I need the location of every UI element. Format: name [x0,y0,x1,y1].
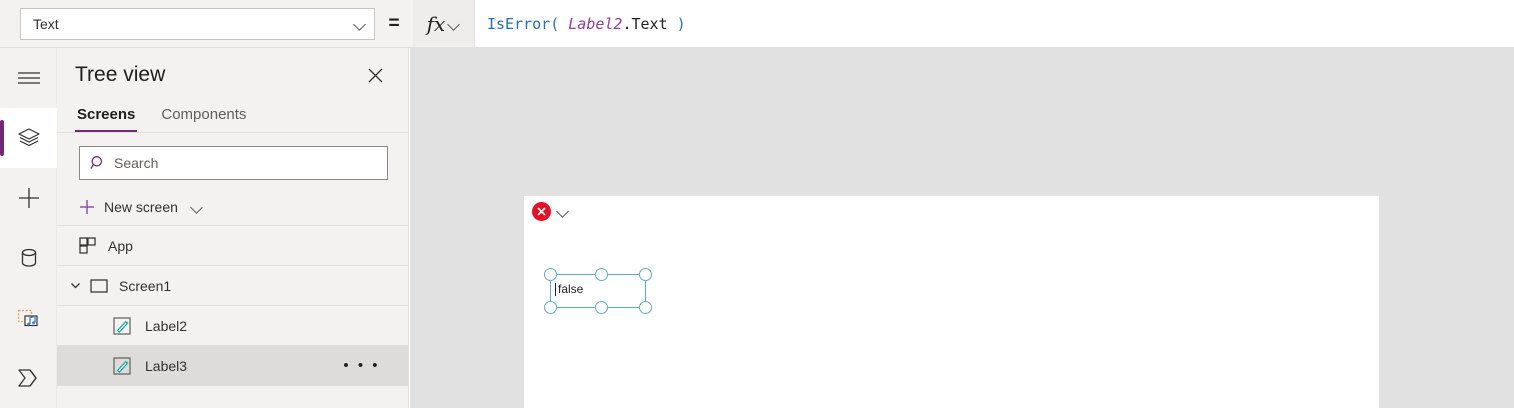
overflow-menu-button[interactable]: • • • [343,357,380,374]
selected-label-control[interactable]: false [544,268,652,314]
search-icon [90,156,103,169]
close-icon[interactable] [362,62,388,88]
search-wrap: Search [57,133,408,180]
search-input[interactable]: Search [79,146,388,180]
label-text-value: false [555,283,583,296]
resize-handle-bottom-center[interactable] [595,301,608,314]
left-icon-rail [0,48,57,408]
fx-icon: fx [426,11,446,36]
canvas-workspace: false [410,48,1514,408]
chevron-down-icon [354,18,366,30]
formula-bar: Text = fx IsError( Label2 .Text ) [0,0,1514,48]
chevron-down-icon [448,18,460,30]
resize-handle-top-right[interactable] [639,268,652,281]
error-x-icon[interactable] [532,202,551,221]
search-placeholder: Search [114,155,159,171]
resize-handle-bottom-right[interactable] [639,301,652,314]
formula-token-close-paren: ) [676,14,686,33]
chevron-down-icon [191,201,203,213]
sidebar-item-data[interactable] [0,228,57,288]
tree-item-label: App [108,237,133,254]
formula-token-identifier: Label2 [568,14,623,33]
chevron-down-icon[interactable] [69,279,82,292]
equals-sign: = [388,12,400,34]
error-indicator [532,202,571,221]
screen-icon [90,278,108,293]
sidebar-item-tree-view[interactable] [0,108,57,168]
sidebar-item-insert[interactable] [0,168,57,228]
tree-view-icon [17,128,40,147]
new-screen-button[interactable]: New screen [57,188,408,226]
tree-item-label: Label3 [145,357,188,374]
formula-token-space2 [668,15,677,33]
formula-token-property: .Text [622,14,668,33]
tree-item-screen1[interactable]: Screen1 [57,266,408,306]
hamburger-menu-icon[interactable] [0,48,57,108]
resize-handle-top-center[interactable] [595,268,608,281]
power-automate-icon [17,369,37,387]
tab-components[interactable]: Components [161,106,247,123]
chevron-down-icon[interactable] [557,205,571,219]
plus-icon [80,199,94,214]
property-select[interactable]: Text [20,7,375,40]
app-canvas[interactable]: false [524,196,1379,408]
tree-item-label2[interactable]: Label2 [57,306,408,346]
tree-view-panel: Tree view Screens Components Search [57,48,409,408]
panel-tabs: Screens Components [57,102,408,133]
label-icon [113,356,131,375]
tree-item-label: Label2 [145,317,188,334]
panel-header: Tree view [57,48,408,102]
formula-token-function: IsError( [487,14,560,33]
formula-input[interactable]: IsError( Label2 .Text ) [475,0,1514,47]
tree-item-label: Screen1 [119,277,172,294]
media-icon [17,309,38,327]
resize-handle-bottom-left[interactable] [544,301,557,314]
tree-item-app[interactable]: App [57,226,408,266]
tree-item-label3[interactable]: Label3 • • • [57,346,408,386]
fx-button[interactable]: fx [413,0,475,47]
label-icon [113,316,131,335]
plus-icon [18,188,39,208]
app-icon [79,237,96,254]
sidebar-item-power-automate[interactable] [0,348,57,408]
formula-token-space [559,15,568,33]
resize-handle-top-left[interactable] [544,268,557,281]
data-icon [21,248,36,267]
sidebar-item-media[interactable] [0,288,57,348]
new-screen-label: New screen [104,198,178,215]
tab-screens[interactable]: Screens [75,102,138,132]
property-select-value: Text [33,15,59,32]
page-title: Tree view [75,63,166,86]
